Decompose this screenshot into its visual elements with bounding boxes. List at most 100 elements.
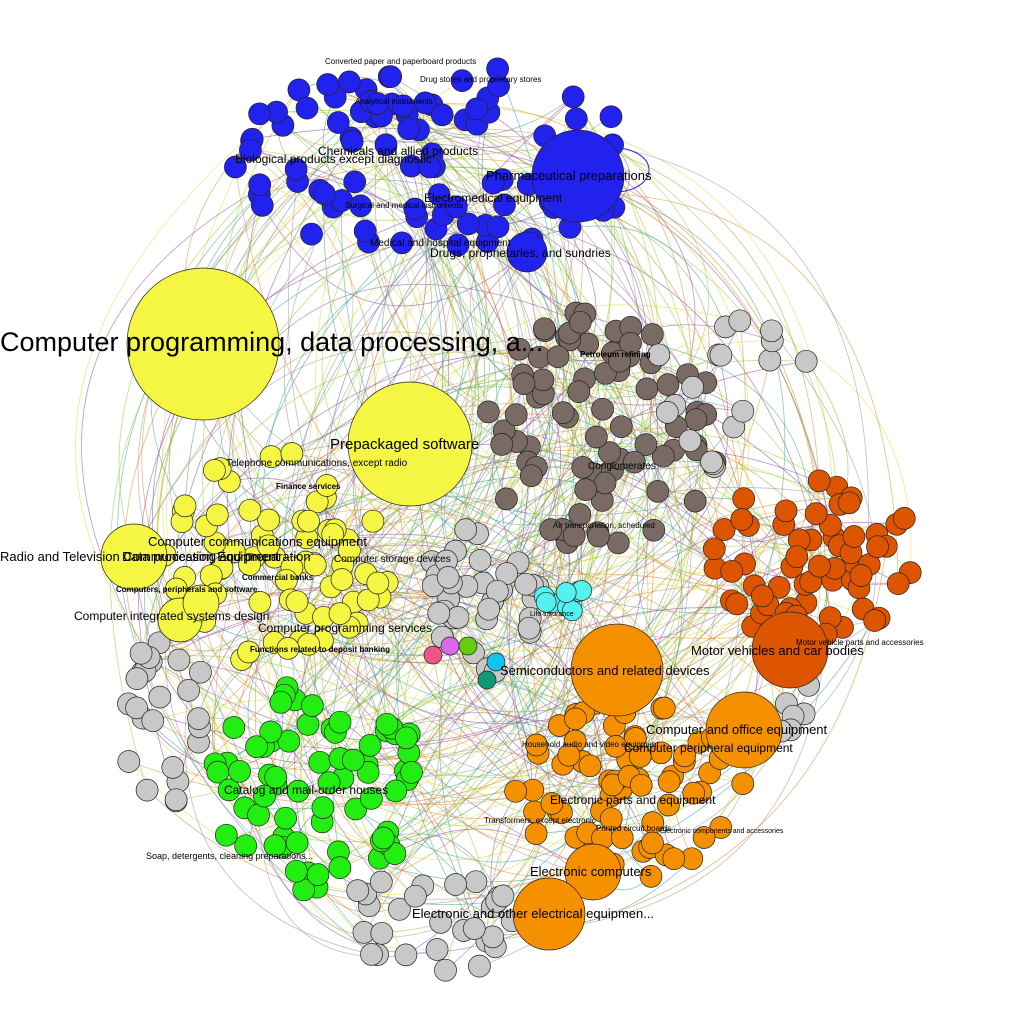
industry-hub-node[interactable] xyxy=(564,843,622,901)
industry-node[interactable] xyxy=(684,408,708,431)
industry-node[interactable] xyxy=(774,499,798,523)
industry-node[interactable] xyxy=(397,117,421,141)
industry-node[interactable] xyxy=(300,222,323,246)
industry-node[interactable] xyxy=(430,103,454,127)
industry-node[interactable] xyxy=(623,727,647,750)
industry-node[interactable] xyxy=(205,503,229,527)
industry-node[interactable] xyxy=(486,652,506,672)
industry-node[interactable] xyxy=(731,772,755,795)
industry-node[interactable] xyxy=(507,337,531,361)
industry-node[interactable] xyxy=(692,826,716,849)
industry-node[interactable] xyxy=(495,562,519,585)
industry-node[interactable] xyxy=(135,778,159,802)
industry-node[interactable] xyxy=(353,219,377,243)
industry-node[interactable] xyxy=(794,349,818,373)
industry-node[interactable] xyxy=(338,539,361,562)
industry-node[interactable] xyxy=(369,870,393,894)
industry-node[interactable] xyxy=(317,771,341,794)
industry-node[interactable] xyxy=(458,636,478,656)
industry-node[interactable] xyxy=(750,584,774,608)
industry-node[interactable] xyxy=(728,309,752,333)
industry-node[interactable] xyxy=(358,734,382,757)
industry-hub-node[interactable] xyxy=(570,623,664,717)
industry-node[interactable] xyxy=(374,133,398,157)
industry-node[interactable] xyxy=(720,559,744,583)
industry-node[interactable] xyxy=(725,592,749,616)
industry-node[interactable] xyxy=(341,748,365,772)
industry-node[interactable] xyxy=(234,834,258,858)
industry-node[interactable] xyxy=(161,756,185,779)
industry-node[interactable] xyxy=(732,487,756,511)
industry-node[interactable] xyxy=(514,572,538,596)
industry-node[interactable] xyxy=(709,343,733,367)
industry-node[interactable] xyxy=(468,954,491,978)
industry-node[interactable] xyxy=(371,826,395,850)
industry-node[interactable] xyxy=(284,859,308,883)
industry-node[interactable] xyxy=(567,380,591,403)
industry-node[interactable] xyxy=(394,943,418,967)
industry-node[interactable] xyxy=(568,503,592,526)
industry-node[interactable] xyxy=(551,401,575,424)
industry-node[interactable] xyxy=(609,415,633,439)
industry-node[interactable] xyxy=(495,487,518,511)
industry-node[interactable] xyxy=(532,317,556,341)
industry-node[interactable] xyxy=(384,779,408,803)
industry-node[interactable] xyxy=(239,138,262,162)
industry-node[interactable] xyxy=(619,331,642,355)
industry-node[interactable] xyxy=(440,636,460,656)
industry-node[interactable] xyxy=(555,582,577,603)
industry-node[interactable] xyxy=(804,502,828,525)
industry-hub-node[interactable] xyxy=(100,523,168,591)
industry-node[interactable] xyxy=(403,197,427,221)
industry-node[interactable] xyxy=(673,744,696,768)
industry-node[interactable] xyxy=(284,157,308,181)
industry-node[interactable] xyxy=(477,400,500,424)
industry-node[interactable] xyxy=(173,494,197,518)
industry-node[interactable] xyxy=(366,92,389,115)
industry-node[interactable] xyxy=(640,323,664,346)
industry-node[interactable] xyxy=(311,796,335,819)
industry-node[interactable] xyxy=(237,640,260,664)
industry-node[interactable] xyxy=(477,670,497,690)
industry-node[interactable] xyxy=(519,464,543,488)
industry-node[interactable] xyxy=(574,478,598,501)
industry-node[interactable] xyxy=(504,403,528,427)
industry-node[interactable] xyxy=(709,816,733,839)
industry-node[interactable] xyxy=(390,231,414,255)
industry-node[interactable] xyxy=(486,215,510,239)
industry-node[interactable] xyxy=(634,433,658,456)
industry-node[interactable] xyxy=(641,831,664,855)
industry-node[interactable] xyxy=(610,826,634,850)
industry-node[interactable] xyxy=(642,518,666,542)
industry-node[interactable] xyxy=(370,921,394,945)
industry-node[interactable] xyxy=(546,345,570,369)
industry-node[interactable] xyxy=(700,450,723,474)
industry-node[interactable] xyxy=(326,111,350,134)
industry-node[interactable] xyxy=(525,733,548,757)
industry-node[interactable] xyxy=(623,450,646,474)
industry-node[interactable] xyxy=(129,641,153,665)
industry-node[interactable] xyxy=(578,754,602,778)
industry-node[interactable] xyxy=(356,761,380,784)
industry-node[interactable] xyxy=(454,518,478,541)
industry-node[interactable] xyxy=(683,489,707,513)
industry-node[interactable] xyxy=(125,696,148,720)
industry-node[interactable] xyxy=(286,779,310,803)
industry-node[interactable] xyxy=(340,130,364,153)
industry-node[interactable] xyxy=(562,524,586,548)
industry-node[interactable] xyxy=(238,553,261,576)
industry-hub-node[interactable] xyxy=(506,231,548,273)
industry-node[interactable] xyxy=(599,105,623,129)
industry-node[interactable] xyxy=(222,716,246,739)
industry-node[interactable] xyxy=(330,568,354,591)
industry-node[interactable] xyxy=(296,713,320,736)
industry-node[interactable] xyxy=(849,564,873,587)
industry-node[interactable] xyxy=(167,648,191,672)
industry-node[interactable] xyxy=(681,375,704,399)
industry-node[interactable] xyxy=(444,873,467,896)
industry-node[interactable] xyxy=(652,696,676,720)
industry-node[interactable] xyxy=(493,193,516,217)
industry-node[interactable] xyxy=(425,938,449,961)
industry-node[interactable] xyxy=(785,545,809,569)
industry-node[interactable] xyxy=(450,69,474,92)
